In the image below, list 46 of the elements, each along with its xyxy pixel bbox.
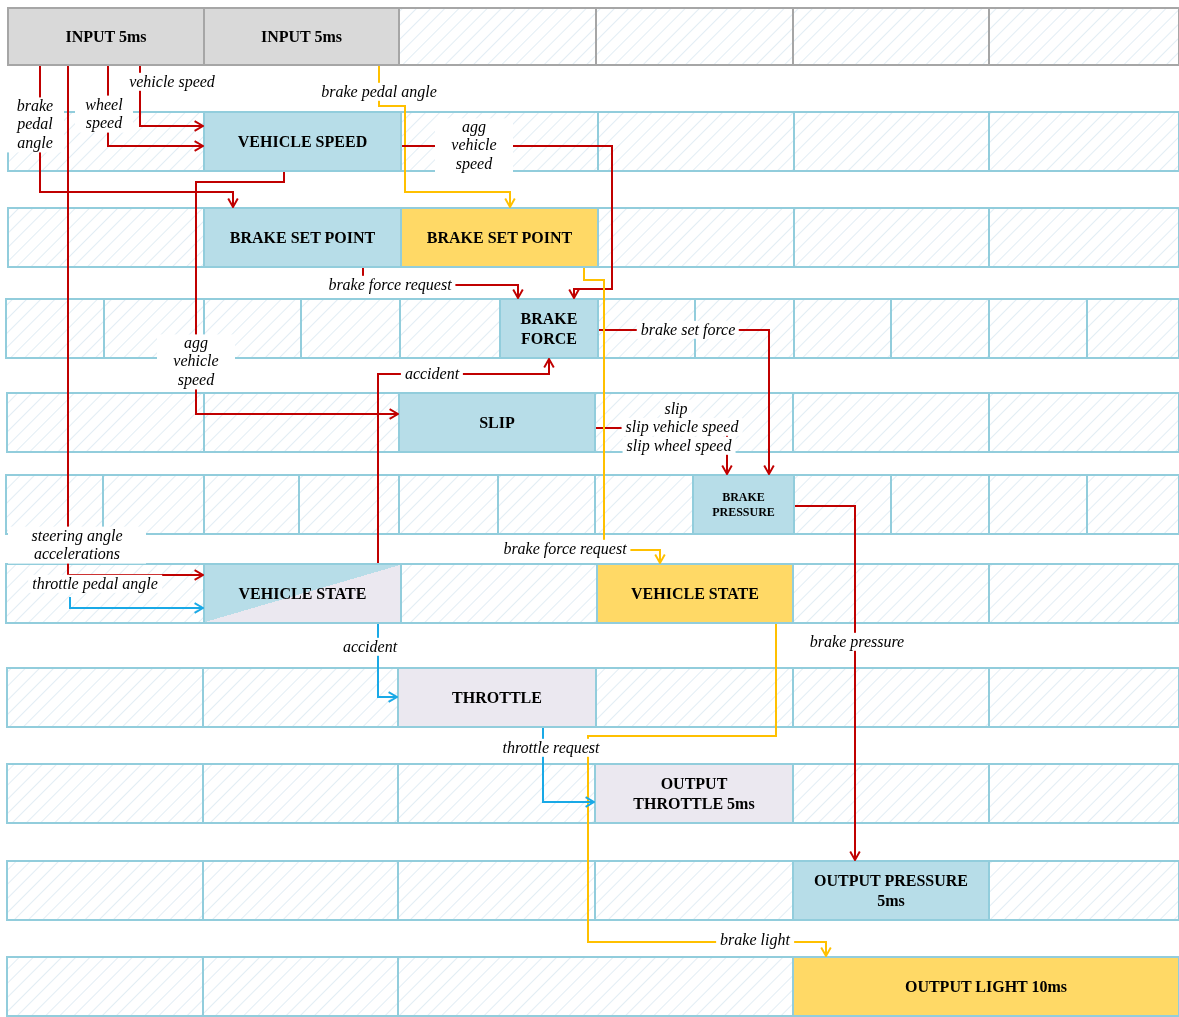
process-box [203, 111, 402, 172]
box-label: BRAKE FORCE [519, 308, 579, 349]
process-box [203, 7, 400, 66]
arrow [794, 505, 861, 861]
process-box [203, 207, 402, 268]
process-box [594, 763, 794, 824]
box-label: BRAKE SET POINT [229, 227, 376, 248]
edge-label: slip [660, 399, 692, 419]
box-label: SLIP [479, 412, 515, 433]
edge-label: agg vehicle speed [435, 118, 513, 174]
arrow [542, 727, 595, 808]
box-label: OUTPUT THROTTLE 5ms [632, 773, 756, 814]
edge-label: agg vehicle speed [157, 334, 235, 390]
edge-label: steering angle accelerations [8, 526, 146, 564]
arrow [69, 596, 204, 614]
process-box [692, 474, 795, 535]
edge-label: throttle pedal angle [28, 574, 162, 594]
arrow [378, 65, 516, 208]
box-label: INPUT 5ms [260, 26, 342, 47]
process-box [7, 7, 205, 66]
box-label: OUTPUT LIGHT 10ms [904, 976, 1068, 997]
process-box [499, 298, 599, 359]
process-box [203, 563, 402, 624]
edge-label: brake set force [636, 320, 740, 340]
edge-label: brake light [716, 930, 794, 950]
edge-label: brake pedal angle [6, 97, 64, 153]
process-box [596, 563, 794, 624]
signal-label: slip wheel speed [622, 436, 736, 456]
box-label: OUTPUT PRESSURE 5ms [813, 870, 969, 911]
process-box [400, 207, 599, 268]
process-box [792, 956, 1179, 1017]
box-label: VEHICLE STATE [238, 583, 367, 604]
arrow [587, 623, 832, 957]
box-label: VEHICLE SPEED [237, 131, 368, 152]
process-box [397, 667, 597, 728]
process-box [398, 392, 596, 453]
box-label: VEHICLE STATE [631, 583, 759, 604]
process-box [792, 860, 990, 921]
box-label: BRAKE SET POINT [426, 227, 573, 248]
box-label: BRAKE PRESSURE [711, 489, 776, 520]
box-label: THROTTLE [452, 687, 542, 708]
edge-label: wheel speed [75, 95, 133, 133]
arrow [583, 267, 666, 564]
box-label: INPUT 5ms [65, 26, 147, 47]
signal-label: slip vehicle speed [621, 417, 743, 437]
arrow [195, 171, 399, 420]
